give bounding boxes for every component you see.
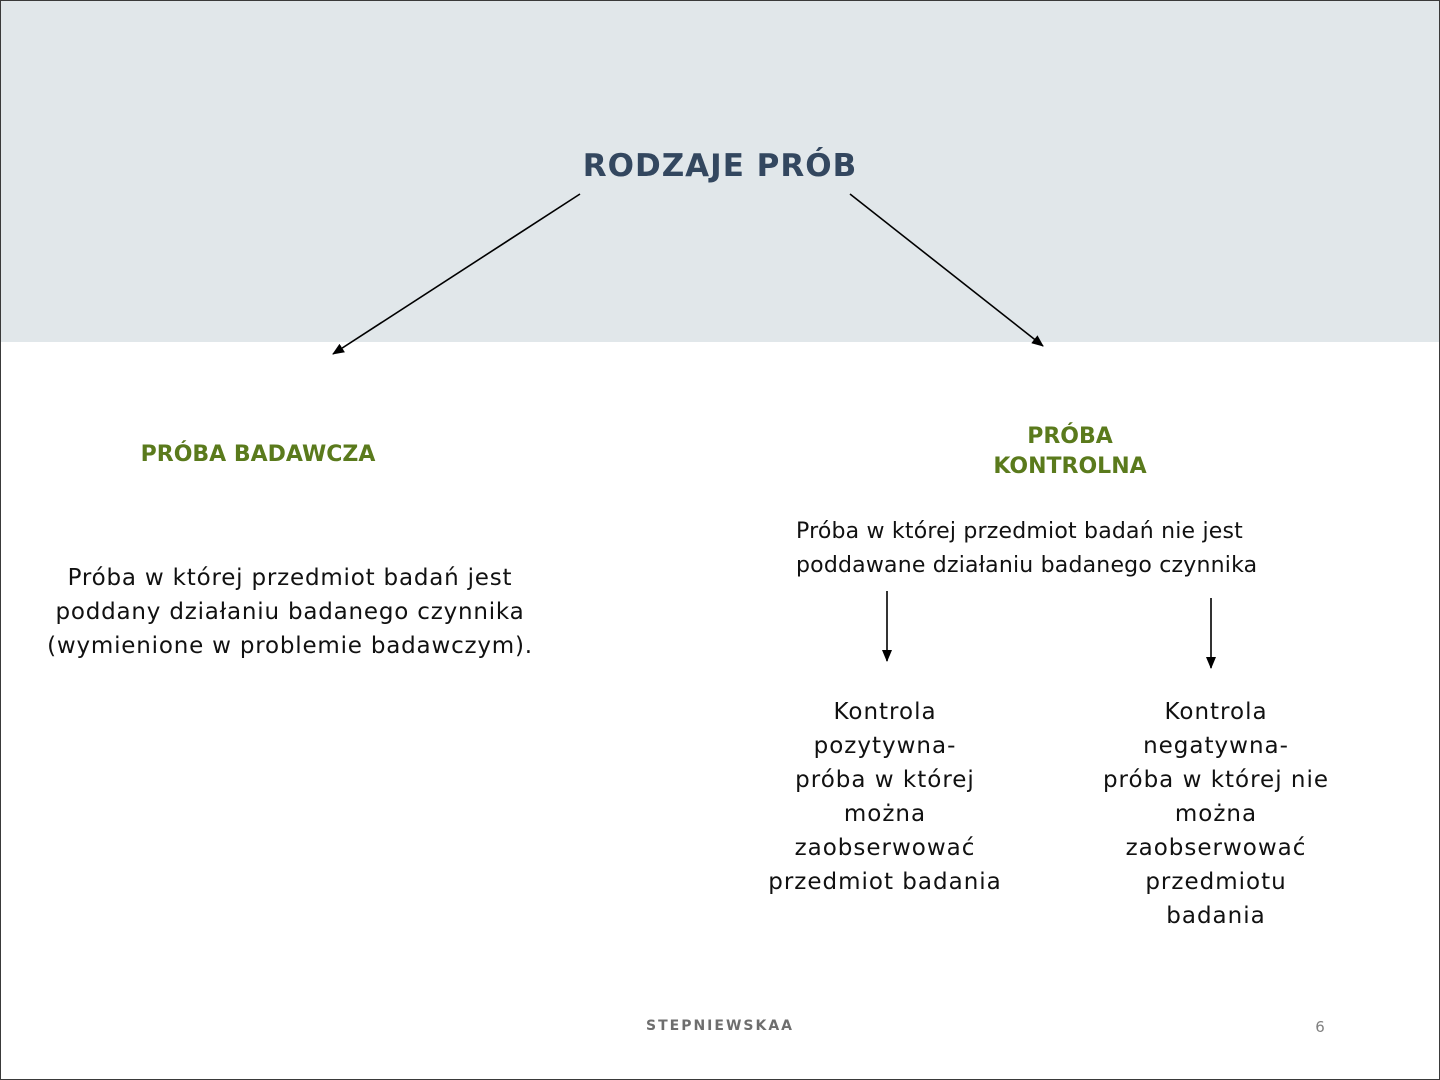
control-sample-description: Próba w której przedmiot badań nie jest … <box>796 519 1258 578</box>
control-sample-heading: PRÓBA KONTROLNA <box>993 424 1147 479</box>
negative-control-text: Kontrola negatywna- próba w której nie m… <box>1102 699 1330 929</box>
research-sample-description: Próba w której przedmiot badań jest podd… <box>47 565 533 659</box>
arrow-to-research-sample <box>332 193 581 355</box>
arrow-to-control-sample <box>849 193 1044 347</box>
header-band <box>1 1 1439 342</box>
page-number: 6 <box>1315 1018 1325 1036</box>
footer-author: STEPNIEWSKAA <box>646 1018 794 1034</box>
diagram-title: RODZAJE PRÓB <box>582 148 858 184</box>
research-sample-heading: PRÓBA BADAWCZA <box>140 442 376 467</box>
positive-control-text: Kontrola pozytywna- próba w której można… <box>768 699 1002 895</box>
